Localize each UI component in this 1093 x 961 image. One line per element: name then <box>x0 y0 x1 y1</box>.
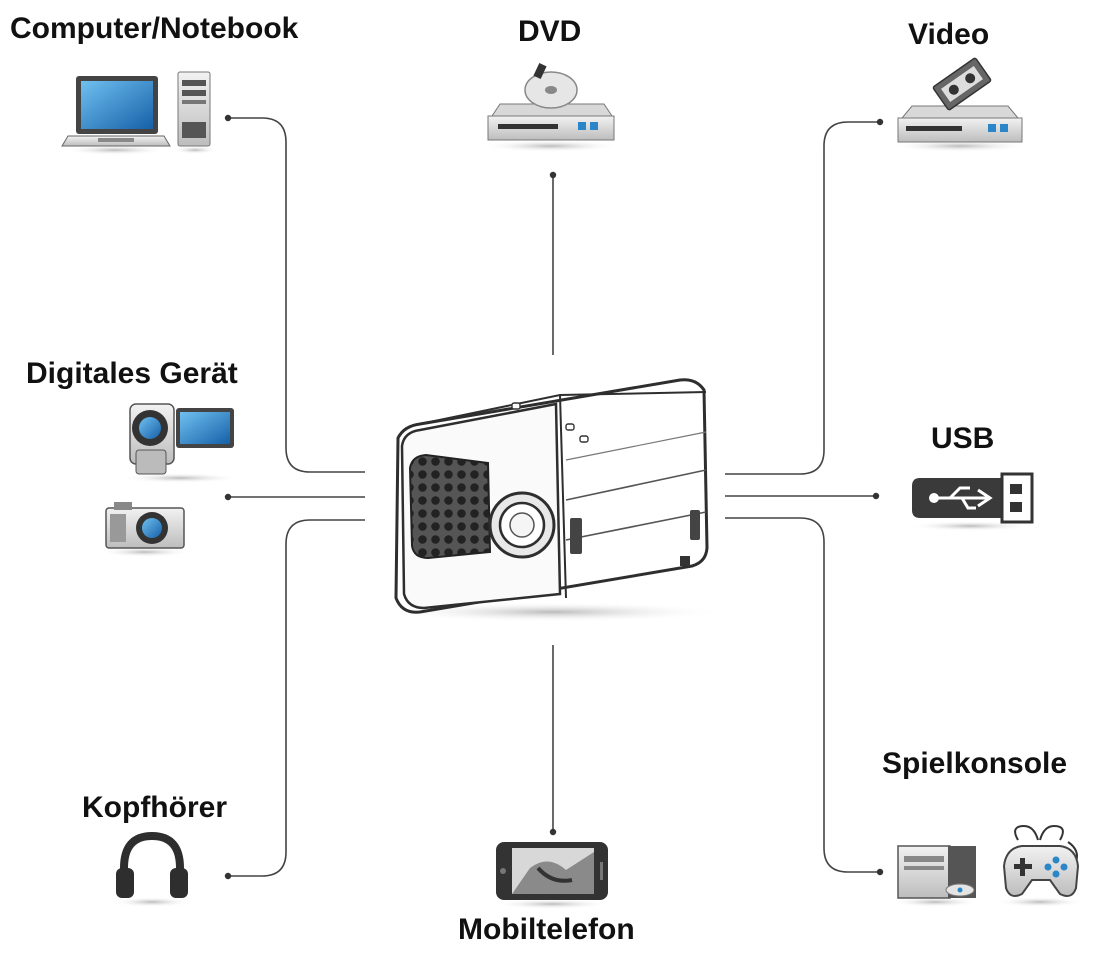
label-video: Video <box>908 18 990 51</box>
line-video <box>725 121 880 475</box>
gamepad-icon <box>996 824 1084 907</box>
projector-icon <box>383 378 723 622</box>
dvd-player-icon <box>481 62 621 152</box>
video-player-icon <box>890 57 1030 152</box>
line-computer <box>228 117 365 473</box>
label-spielkonsole: Spielkonsole <box>882 747 1068 780</box>
headphones-icon <box>112 831 192 907</box>
digital-camera-icon <box>99 502 191 557</box>
label-usb: USB <box>931 422 995 455</box>
label-kopfhoerer: Kopfhörer <box>82 791 227 824</box>
usb-stick-icon <box>908 472 1034 531</box>
label-digitales-geraet: Digitales Gerät <box>26 357 238 390</box>
connector-lines <box>228 117 880 877</box>
label-mobiltelefon: Mobiltelefon <box>458 913 635 946</box>
label-computer-notebook: Computer/Notebook <box>10 12 299 45</box>
laptop-icon <box>61 76 171 155</box>
line-kopf <box>228 519 365 877</box>
line-spiel <box>725 517 880 873</box>
mobile-phone-icon <box>494 842 610 909</box>
label-dvd: DVD <box>518 15 582 48</box>
game-console-icon <box>891 845 979 907</box>
camcorder-icon <box>120 403 240 483</box>
connector-dots <box>224 114 884 880</box>
pc-tower-icon <box>173 71 217 154</box>
